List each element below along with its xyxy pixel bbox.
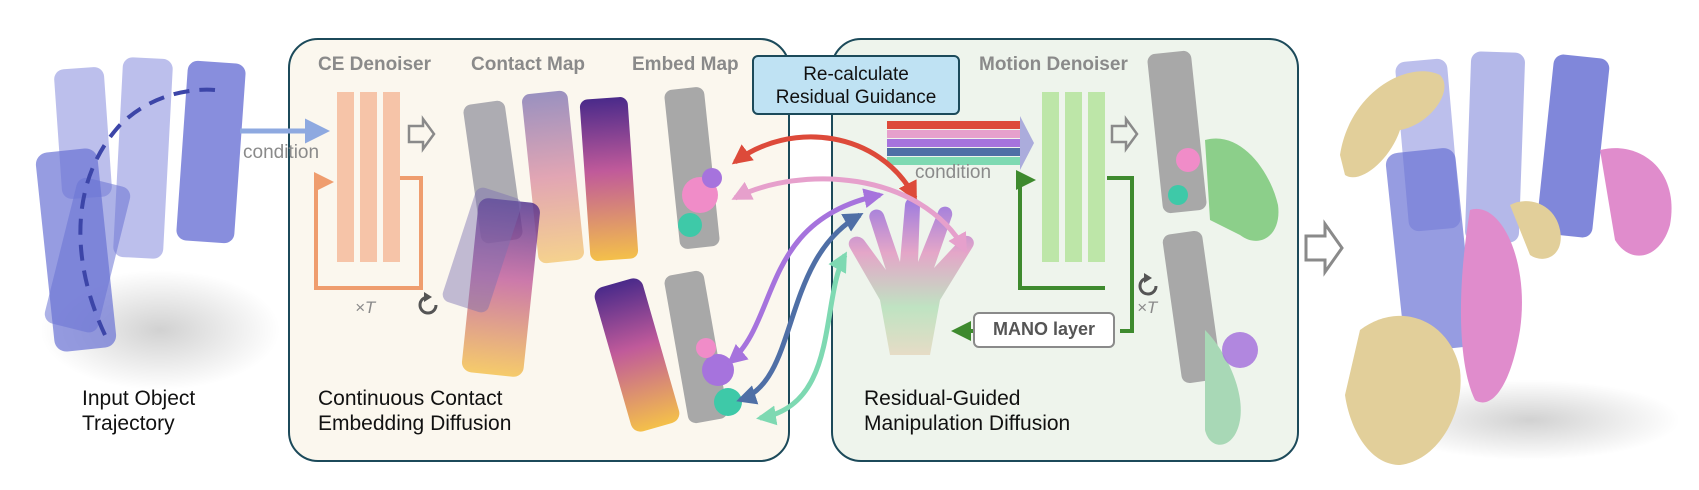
contact-map-title: Contact Map — [471, 54, 585, 75]
ce-loop-label: ×T — [355, 298, 376, 317]
ce-output-arrow — [407, 115, 436, 153]
input-condition-label: condition — [243, 142, 320, 163]
ce-denoiser-loop-arrow — [314, 172, 423, 290]
motion-condition-label: condition — [915, 162, 992, 183]
red-correspondence-arrow — [731, 134, 918, 202]
pink-correspondence-arrow — [731, 176, 968, 254]
input-caption: Input Object Trajectory — [82, 386, 195, 436]
mano-layer-box: MANO layer — [973, 312, 1115, 348]
ce-denoiser-block — [337, 92, 400, 262]
left-caption-line2: Embedding Diffusion — [318, 412, 512, 435]
condition-stripes — [887, 116, 1034, 170]
recalc-line2: Residual Guidance — [775, 87, 937, 108]
refresh-icon — [418, 292, 438, 315]
motion-loop-arrow-right — [1107, 176, 1134, 333]
mano-label: MANO layer — [992, 319, 1096, 339]
right-caption-line2: Manipulation Diffusion — [864, 412, 1071, 435]
right-caption-line1: Residual-Guided — [864, 387, 1021, 410]
input-object-trajectory — [35, 57, 280, 390]
motion-denoiser-block — [1042, 92, 1105, 262]
motion-denoiser-title: Motion Denoiser — [979, 54, 1128, 75]
left-panel-caption: Continuous Contact Embedding Diffusion — [318, 386, 511, 436]
result-arrow — [1304, 219, 1344, 277]
motion-loop-label: ×T — [1137, 298, 1158, 317]
recalc-line1: Re-calculate — [803, 64, 909, 85]
contact-map-objects — [442, 90, 680, 432]
input-caption-line1: Input Object — [82, 387, 196, 410]
embed-map-title: Embed Map — [632, 54, 739, 75]
motion-loop-arrow-left — [1016, 170, 1105, 290]
mint-correspondence-arrow — [756, 251, 848, 426]
left-caption-line1: Continuous Contact — [318, 387, 503, 410]
motion-output-renders — [1147, 50, 1279, 445]
right-panel-caption: Residual-Guided Manipulation Diffusion — [864, 386, 1070, 436]
final-manipulation-result — [1340, 51, 1680, 465]
steel-correspondence-arrow — [736, 212, 864, 405]
embed-map-objects — [664, 87, 742, 424]
ce-denoiser-title: CE Denoiser — [318, 54, 431, 75]
motion-output-arrow — [1110, 115, 1139, 153]
input-caption-line2: Trajectory — [82, 412, 175, 435]
refresh-icon — [1138, 273, 1158, 296]
recalculate-residual-guidance-box: Re-calculate Residual Guidance — [752, 55, 960, 115]
